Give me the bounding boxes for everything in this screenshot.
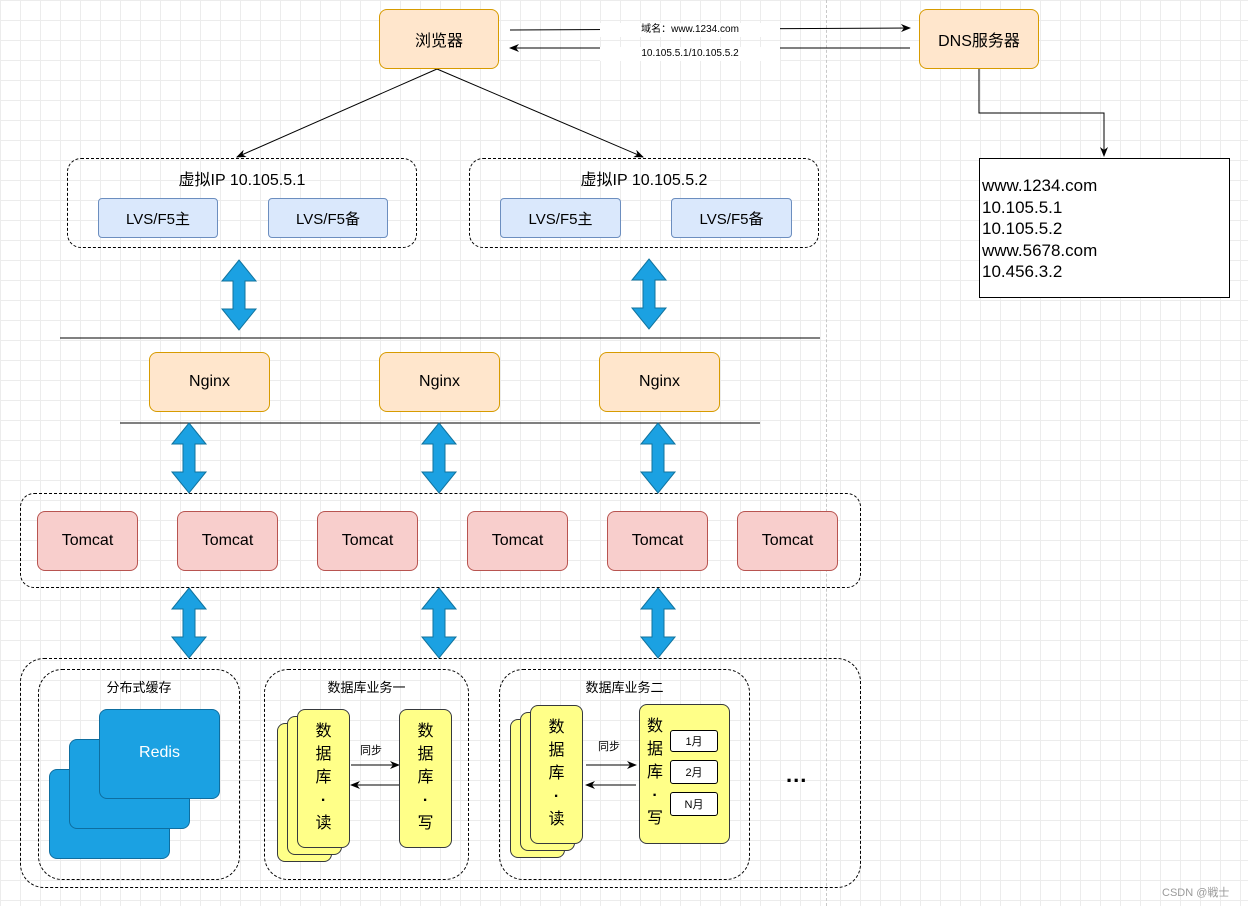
db2-write-char: 据 [646, 741, 663, 758]
db2-read-char: 读 [548, 811, 565, 828]
dns-request-label: 域名：www.1234.com [600, 23, 780, 37]
db2-title: 数据库业务二 [585, 680, 664, 695]
db1-sync-label: 同步 [360, 745, 382, 757]
dns-response-label: 10.105.5.1/10.105.5.2 [600, 47, 780, 61]
bidirectional-arrow [171, 422, 207, 494]
dns-table-entry: www.1234.com [982, 176, 1098, 195]
db1-read-char: · [320, 792, 327, 809]
dns-table-entry: 10.105.5.1 [982, 197, 1063, 217]
db1-read-char: 读 [315, 815, 332, 832]
tomcat-node[interactable]: Tomcat [317, 511, 418, 571]
db1-write-node[interactable]: 数 据 库 · 写 [399, 709, 452, 848]
bidirectional-arrow [221, 259, 257, 331]
db1-read-node[interactable]: 数 据 库 · 读 [297, 709, 350, 848]
month-partition[interactable]: 2月 [670, 760, 718, 784]
browser-to-vip2-arrow [436, 68, 644, 158]
vip-group-title: 虚拟IP 10.105.5.1 [178, 172, 306, 189]
browser-node[interactable]: 浏览器 [379, 9, 499, 69]
bidirectional-arrow [640, 587, 676, 659]
bidirectional-arrow [171, 587, 207, 659]
dns-table-entry: www.5678.com [982, 240, 1098, 260]
db2-write-char: 库 [646, 764, 663, 781]
tomcat-node[interactable]: Tomcat [37, 511, 138, 571]
db2-read-char: 库 [548, 765, 565, 782]
tomcat-node[interactable]: Tomcat [737, 511, 838, 571]
dns-table: www.1234.com 10.105.5.1 10.105.5.2 www.5… [979, 158, 1230, 298]
lvs-primary-node[interactable]: LVS/F5主 [98, 198, 218, 238]
tomcat-node[interactable]: Tomcat [607, 511, 708, 571]
storage-layer [20, 658, 861, 888]
lvs-backup-node[interactable]: LVS/F5备 [671, 198, 792, 238]
db1-read-char: 库 [315, 769, 332, 786]
db2-group: 数据库业务二 [499, 669, 750, 880]
db1-write-char: 据 [417, 746, 434, 763]
month-partition[interactable]: N月 [670, 792, 718, 816]
db1-read-char: 据 [315, 746, 332, 763]
vip-group-2: 虚拟IP 10.105.5.2 [469, 158, 819, 248]
nginx-node[interactable]: Nginx [149, 352, 270, 412]
db1-write-char: 库 [417, 769, 434, 786]
redis-node[interactable]: Redis [99, 709, 220, 799]
db2-write-char: · [652, 787, 658, 804]
db2-sync-label: 同步 [598, 741, 620, 753]
db2-read-char: 据 [548, 742, 565, 759]
bidirectional-arrow [421, 587, 457, 659]
nginx-node[interactable]: Nginx [379, 352, 500, 412]
bidirectional-arrow [421, 422, 457, 494]
lvs-primary-node[interactable]: LVS/F5主 [500, 198, 621, 238]
page-separator [826, 0, 827, 906]
db2-write-label: 数 据 库 · 写 [640, 715, 670, 830]
db1-write-char: 写 [417, 815, 434, 832]
tomcat-node[interactable]: Tomcat [177, 511, 278, 571]
tomcat-cluster [20, 493, 861, 588]
db1-group: 数据库业务一 [264, 669, 469, 880]
bidirectional-arrow [640, 422, 676, 494]
ellipsis-more: ... [786, 762, 808, 787]
dns-server-node[interactable]: DNS服务器 [919, 9, 1039, 69]
redis-label: Redis [139, 744, 180, 761]
dns-table-entry: 10.105.5.2 [982, 219, 1063, 238]
watermark: CSDN @戦士 [1162, 887, 1230, 899]
vip-group-title: 虚拟IP 10.105.5.2 [580, 172, 708, 189]
lvs-backup-node[interactable]: LVS/F5备 [268, 198, 388, 238]
dns-table-connector [978, 69, 1108, 157]
dns-table-entry: 10.456.3.2 [982, 262, 1063, 281]
db2-write-char: 数 [646, 718, 663, 735]
db1-write-char: · [422, 792, 429, 809]
db1-title: 数据库业务一 [327, 680, 406, 695]
cache-title: 分布式缓存 [106, 680, 172, 695]
month-partition[interactable]: 1月 [670, 730, 718, 752]
db1-read-char: 数 [315, 723, 332, 740]
bidirectional-arrow [631, 258, 667, 330]
browser-to-vip1-arrow [236, 68, 438, 158]
db2-read-node[interactable]: 数 据 库 · 读 [530, 705, 583, 844]
db2-read-char: 数 [548, 719, 565, 736]
db2-read-char: · [553, 788, 560, 805]
cache-group: 分布式缓存 [38, 669, 240, 880]
db2-write-char: 写 [646, 810, 663, 827]
vip-group-1: 虚拟IP 10.105.5.1 [67, 158, 417, 248]
tomcat-node[interactable]: Tomcat [467, 511, 568, 571]
nginx-node[interactable]: Nginx [599, 352, 720, 412]
db1-write-char: 数 [417, 723, 434, 740]
